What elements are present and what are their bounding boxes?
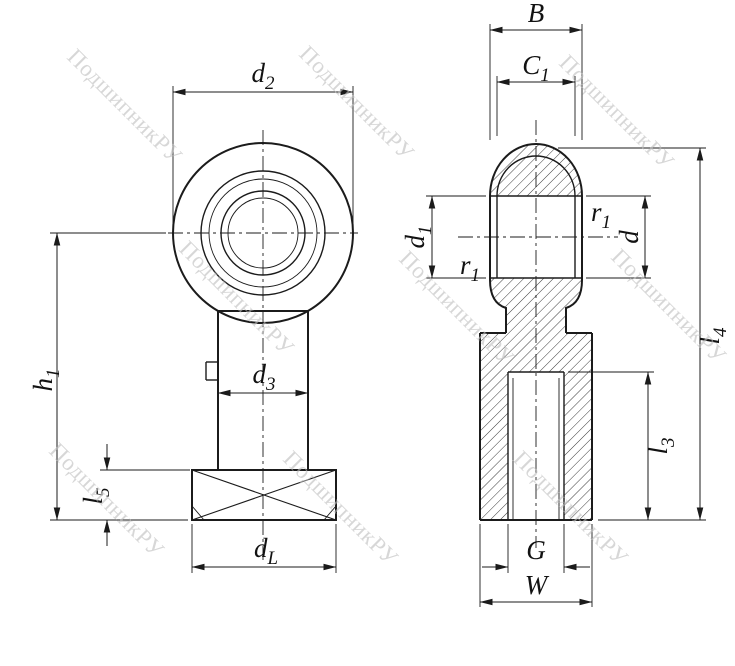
housing-bore-circle [200, 170, 326, 296]
ball-bore-inner-circle [227, 197, 299, 269]
label-d: d [614, 230, 644, 244]
label-l3: l3 [643, 437, 679, 454]
neck-right-fillet [565, 279, 583, 333]
head-outer-circle [172, 142, 354, 324]
label-G: G [526, 535, 546, 565]
dim-l5: l5 [78, 444, 190, 546]
grease-nipple [205, 361, 218, 381]
dim-dL: dL [191, 524, 337, 573]
base-chamfer [191, 505, 205, 521]
front-view: d2 d3 h1 l5 dL [28, 58, 358, 573]
housing-top-section [490, 144, 582, 196]
label-r1-top: r1 [591, 197, 611, 233]
head-dome [489, 143, 583, 197]
label-W: W [525, 570, 550, 600]
dim-B: B [489, 0, 583, 140]
dim-d2: d2 [172, 58, 354, 227]
label-B: B [528, 0, 545, 28]
dim-l4: l4 [558, 147, 731, 521]
neck-left-fillet [489, 279, 507, 333]
label-r1-bottom: r1 [460, 250, 480, 286]
dim-d: d [586, 195, 651, 279]
section-view: B C1 d1 d r1 r1 [400, 0, 731, 607]
race-circle [208, 178, 318, 288]
threaded-bore [507, 371, 565, 520]
label-C1: C1 [522, 50, 550, 86]
label-d2: d2 [252, 58, 276, 94]
dim-l3: l3 [568, 371, 679, 521]
dim-G: G [482, 524, 590, 573]
dim-W: W [479, 524, 593, 607]
label-d3: d3 [253, 359, 276, 395]
dim-d3: d3 [217, 359, 309, 397]
dim-d1: d1 [400, 195, 486, 279]
base-chamfer [323, 505, 337, 521]
thread-cross-line [191, 469, 337, 521]
label-h1: h1 [28, 369, 64, 392]
thread-base [191, 469, 337, 521]
label-dL: dL [254, 533, 278, 569]
shank-right-wall-section [564, 333, 592, 520]
label-l4: l4 [695, 327, 731, 345]
label-d1: d1 [400, 226, 436, 249]
shank-left-wall-section [480, 333, 508, 520]
ball-top-arc [496, 155, 576, 197]
label-l5: l5 [78, 487, 114, 504]
dim-C1: C1 [496, 50, 576, 136]
ball-bore-outer-circle [220, 190, 306, 276]
dim-h1: h1 [28, 232, 188, 521]
